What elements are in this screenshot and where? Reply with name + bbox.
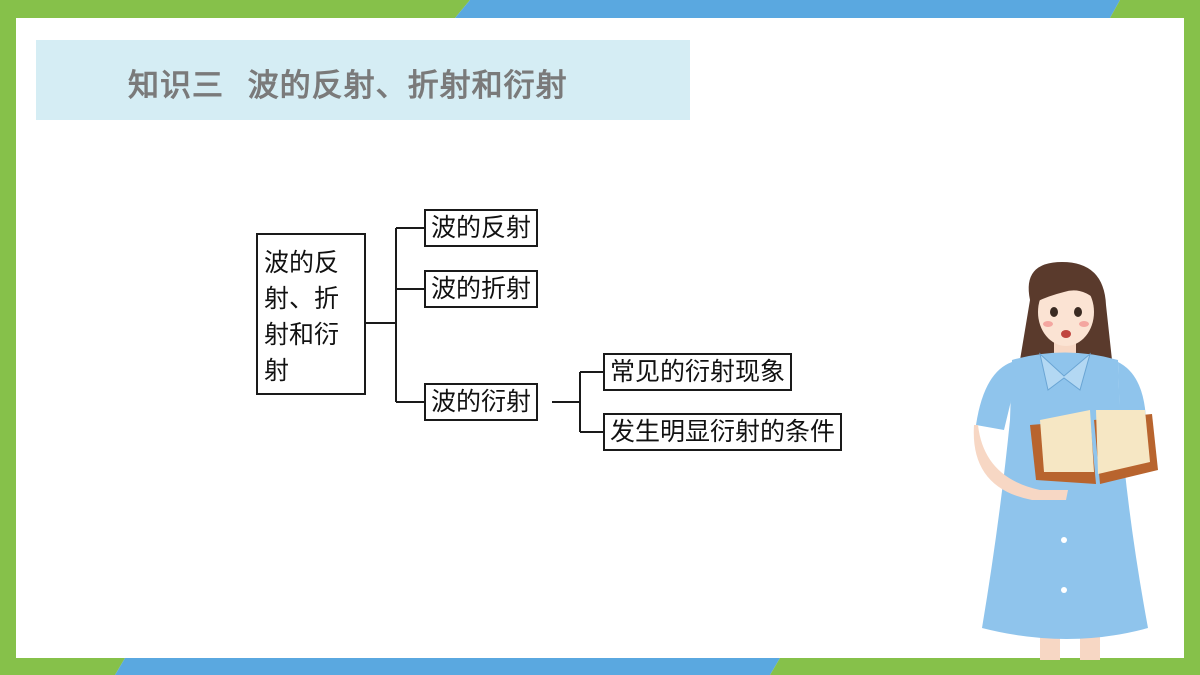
- node-diffraction: 波的衍射: [424, 383, 539, 421]
- root-node: 波的反 射、折 射和衍 射: [256, 233, 366, 395]
- top-left-green-bar: [0, 0, 470, 18]
- node-reflection: 波的反射: [424, 209, 539, 247]
- root-line-4: 射: [264, 356, 290, 385]
- root-line-1: 波的反: [264, 248, 340, 277]
- bottom-blue-bar: [115, 658, 780, 675]
- top-blue-bar: [455, 0, 1120, 18]
- title-banner: 知识三 波的反射、折射和衍射: [36, 40, 690, 120]
- node-refraction: 波的折射: [424, 270, 539, 308]
- node-diffraction-conditions: 发生明显衍射的条件: [603, 413, 843, 451]
- page-title: 知识三 波的反射、折射和衍射: [128, 68, 568, 104]
- right-green-bar: [1184, 0, 1200, 675]
- root-line-3: 射和衍: [264, 320, 340, 349]
- node-diffraction-phenomena: 常见的衍射现象: [603, 353, 793, 391]
- root-line-2: 射、折: [264, 284, 340, 313]
- top-right-green-bar: [1110, 0, 1200, 18]
- bottom-right-green-bar: [770, 658, 1200, 675]
- left-green-bar: [0, 0, 16, 675]
- bottom-left-green-bar: [0, 658, 125, 675]
